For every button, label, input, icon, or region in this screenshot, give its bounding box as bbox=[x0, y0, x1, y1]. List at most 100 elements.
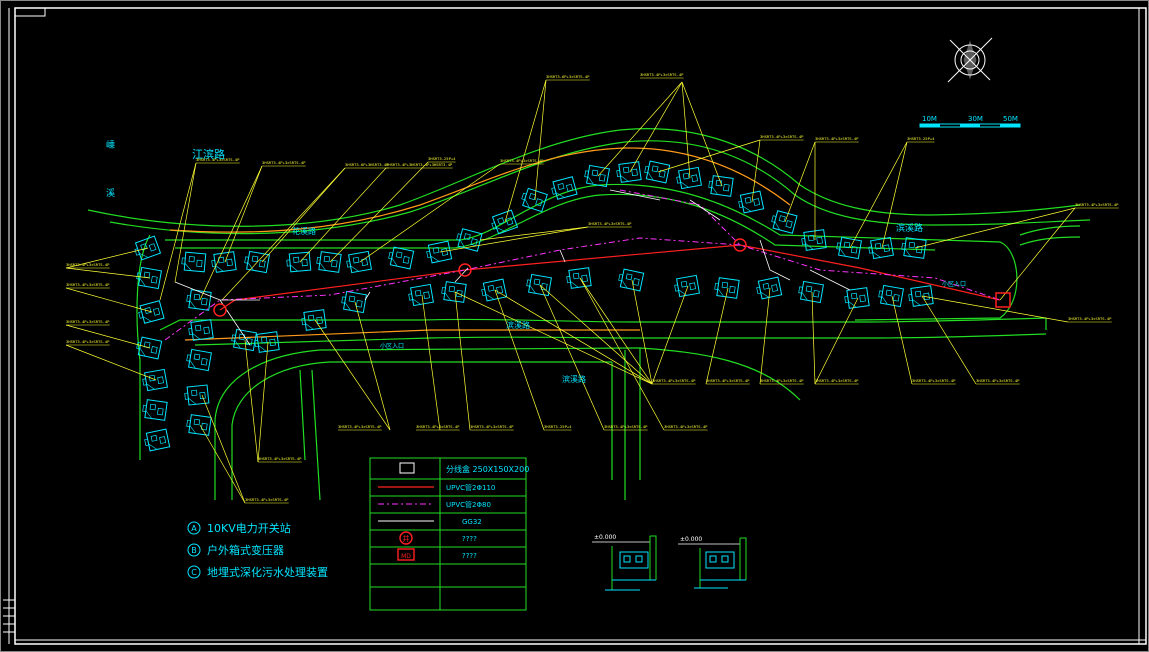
annotation-text: 3HSRT3-4P+3×SRTS-4P bbox=[66, 339, 110, 344]
building-footprint bbox=[901, 237, 927, 259]
scale-label-30: 30M bbox=[968, 115, 983, 123]
annotation-group: 3HSRT3-4P+3×SRTS-4P bbox=[539, 284, 648, 431]
detail-2-elev: ±0.000 bbox=[680, 536, 702, 543]
scale-label-50: 50M bbox=[1003, 115, 1018, 123]
scale-label-10: 10M bbox=[922, 115, 937, 123]
road-outer-north bbox=[87, 128, 1081, 227]
entrance-label-left: 小区入口 bbox=[380, 342, 404, 350]
road-main-south-2 bbox=[194, 333, 1047, 346]
leader-line bbox=[539, 284, 605, 431]
leader-line bbox=[751, 139, 761, 203]
leader-line bbox=[65, 324, 151, 349]
leader-line bbox=[421, 294, 441, 431]
annotation-text: 3HSRT3-4P+3×SRTS-4P bbox=[470, 424, 514, 429]
leader-line bbox=[881, 141, 908, 249]
annotation-group: 3HSRT3-4P+3×SRTS-4P bbox=[579, 277, 708, 431]
annotation-text: 3HSRT3-4P+3×SRTS-4P bbox=[976, 378, 1020, 383]
leader-line bbox=[849, 141, 908, 249]
manhole-c-icon bbox=[733, 238, 747, 252]
annotation-group: 3HSRT3-25P+4 bbox=[329, 156, 456, 263]
section-detail-1: ±0.000 bbox=[592, 534, 657, 591]
annotation-group: 3HSRT3-4P+3×SRTS-4P bbox=[921, 295, 1020, 385]
building-footprint bbox=[584, 164, 610, 188]
building-footprint bbox=[491, 209, 519, 235]
building-footprint bbox=[301, 309, 327, 331]
annotation-text: 3HSRT3-4P+3×SRTS-4P bbox=[500, 158, 544, 163]
building-footprint bbox=[521, 187, 548, 213]
leader-line bbox=[921, 295, 1069, 323]
note-a-text: 10KV电力开关站 bbox=[207, 521, 291, 535]
road-label-huaxi: 花溪路 bbox=[292, 226, 316, 236]
road-orange-south bbox=[184, 329, 640, 341]
legend-row-1-text: 分线盒 250X150X200 bbox=[446, 464, 529, 474]
building-footprint bbox=[186, 289, 212, 311]
leader-line bbox=[681, 81, 723, 187]
leader-line bbox=[65, 267, 151, 279]
building-footprint bbox=[254, 331, 280, 353]
building-footprint bbox=[676, 166, 702, 190]
building-footprint bbox=[551, 176, 578, 200]
annotation-group: 3HSRT3-4P+3×SRTS-4P bbox=[454, 291, 514, 431]
building-footprint bbox=[616, 161, 642, 183]
leader-line bbox=[891, 295, 913, 385]
leader-line bbox=[479, 226, 589, 241]
leader-line bbox=[314, 319, 391, 431]
annotation-group: 3HSRT3-4P+3×SRTS-4P bbox=[891, 295, 956, 385]
drawing-frame bbox=[14, 7, 1147, 645]
building-footprint bbox=[836, 236, 862, 260]
leader-line bbox=[65, 344, 157, 381]
road-outer-north-2 bbox=[109, 140, 1091, 235]
road-curve-sw bbox=[214, 347, 641, 500]
leader-line bbox=[814, 297, 859, 385]
annotation-text: 3HSRT3-4P+3×SRTS-4P bbox=[815, 136, 859, 141]
building-footprint bbox=[456, 228, 483, 252]
building-footprint bbox=[801, 229, 827, 251]
building-footprint bbox=[142, 399, 168, 421]
telecom-cable-magenta bbox=[164, 189, 1001, 341]
frame-tab bbox=[14, 7, 46, 17]
leader-line bbox=[597, 81, 683, 177]
building-footprint bbox=[186, 414, 212, 436]
annotation-group: 3HSRT3-4P+3×SRTS-4P bbox=[784, 136, 859, 240]
annotation-text: 3HSRT3-4P+3×SRTS-4P bbox=[760, 378, 804, 383]
legend-md-icon: MD bbox=[397, 548, 415, 561]
building-footprint bbox=[388, 246, 415, 270]
building-footprint bbox=[708, 175, 734, 197]
road-inner-ring bbox=[165, 183, 1018, 321]
leader-line bbox=[539, 284, 653, 385]
legend-row-2-text: UPVC管2Φ110 bbox=[446, 483, 495, 492]
legend-box-symbol-icon bbox=[399, 462, 415, 474]
road-label-jiangbin: 江滨路 bbox=[192, 147, 225, 161]
leader-line bbox=[579, 277, 653, 385]
building-footprint bbox=[186, 348, 212, 372]
building-footprint bbox=[231, 328, 257, 352]
detail-1-elev: ±0.000 bbox=[594, 534, 616, 541]
annotation-group: 3HSRT3-4P+3×SRTS-4P bbox=[439, 221, 632, 253]
building-footprint bbox=[408, 283, 434, 307]
building-footprint bbox=[286, 251, 312, 273]
leader-line bbox=[999, 207, 1076, 301]
leader-line bbox=[681, 81, 691, 179]
building-footprint bbox=[188, 319, 214, 341]
annotation-text: 3HSRT3-25P+4 bbox=[907, 136, 935, 141]
building-layer bbox=[134, 160, 934, 452]
road-label-south: 滨溪路 bbox=[562, 374, 586, 384]
legend-md-glyph: MD bbox=[401, 553, 411, 560]
annotation-text: 3HSRT3-4P+3×SRTS-4P bbox=[640, 72, 684, 77]
place-labels: 江滨路 嵊 溪 花溪路 滨溪路 滨溪路 滨溪路 小区入口 小区入口 bbox=[106, 139, 966, 384]
annotation-text: 3HSRT3-4P+3×SRTS-4P bbox=[604, 424, 648, 429]
leader-line bbox=[244, 339, 259, 463]
annotation-text: 3HSRT3-4P+3×SRTS-4P bbox=[66, 262, 110, 267]
north-arrow-icon bbox=[947, 37, 993, 83]
building-footprint bbox=[346, 250, 372, 274]
annotation-group: 3HSRT3-6P+3×SRTS-4P bbox=[504, 74, 590, 223]
annotation-text: 3HSRT3-4P+3×SRTS-4P bbox=[706, 378, 750, 383]
legend-manhole-glyph: 井 bbox=[403, 534, 410, 543]
building-footprint bbox=[526, 273, 552, 297]
building-footprint bbox=[184, 384, 210, 406]
building-footprint bbox=[481, 278, 508, 302]
legend-row-4-text: GG32 bbox=[462, 518, 482, 526]
building-footprint bbox=[136, 266, 162, 290]
annotation-group: 3HSRT3-4P+3×SRTS-4P bbox=[65, 319, 151, 349]
